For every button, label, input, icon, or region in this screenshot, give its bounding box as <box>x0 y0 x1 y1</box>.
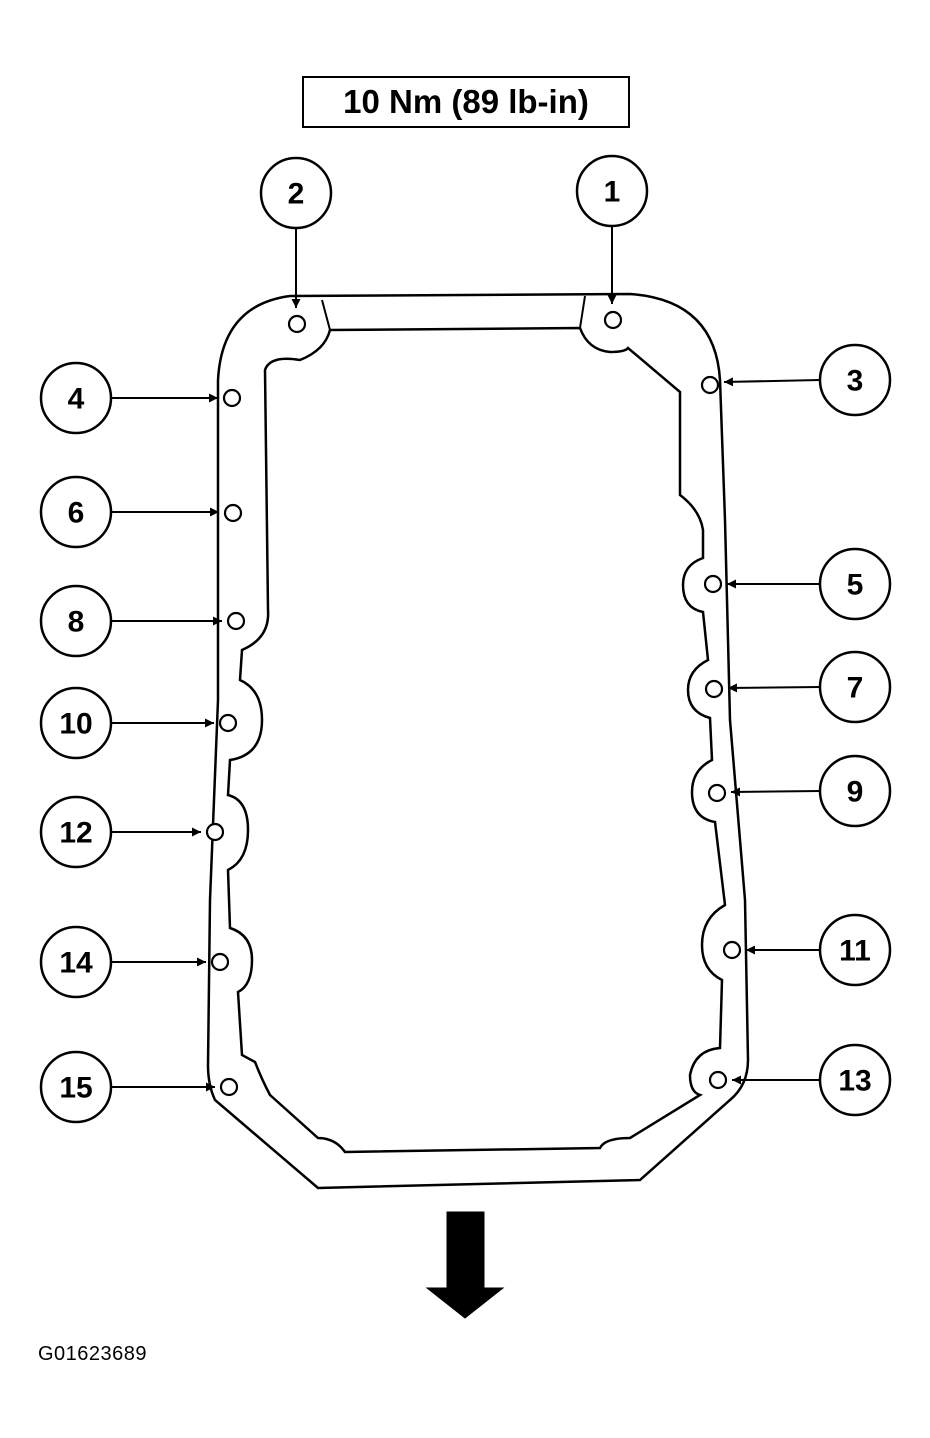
bolt-holes <box>205 310 742 1097</box>
bolt-hole-11 <box>722 940 742 960</box>
callout-label-6: 6 <box>68 497 85 530</box>
callout-label-7: 7 <box>847 672 864 705</box>
callout-label-10: 10 <box>59 708 92 741</box>
leader-arrows <box>112 226 821 1092</box>
bolt-hole-2 <box>287 314 307 334</box>
bolt-hole-13 <box>708 1070 728 1090</box>
callout-circle-12 <box>39 795 113 869</box>
arrow-down-icon <box>425 1211 505 1319</box>
gasket-outer-outline <box>206 292 750 1190</box>
callout-label-3: 3 <box>847 365 864 398</box>
bolt-hole-9 <box>707 783 727 803</box>
callout-label-15: 15 <box>59 1072 92 1105</box>
callout-circle-15 <box>39 1050 113 1124</box>
leader-arrow-3 <box>723 377 821 387</box>
leader-arrow-9 <box>730 787 821 797</box>
callout-circles <box>39 154 892 1124</box>
callout-label-11: 11 <box>839 935 871 968</box>
callout-circle-9 <box>818 754 892 828</box>
gasket-top-strip <box>321 295 586 331</box>
callout-circle-2 <box>259 156 333 230</box>
callout-circle-13 <box>818 1043 892 1117</box>
callout-label-2: 2 <box>288 178 305 211</box>
callout-label-1: 1 <box>604 176 621 209</box>
gasket-inner-outline <box>226 326 727 1154</box>
callout-label-12: 12 <box>59 817 92 850</box>
callout-label-4: 4 <box>68 383 85 416</box>
bolt-hole-14 <box>210 952 230 972</box>
callout-circle-6 <box>39 475 113 549</box>
bolt-hole-6 <box>223 503 243 523</box>
torque-spec-label: 10 Nm (89 lb-in) <box>302 76 630 128</box>
bolt-hole-1 <box>603 310 623 330</box>
callout-circle-14 <box>39 925 113 999</box>
bolt-hole-4 <box>222 388 242 408</box>
leader-arrow-7 <box>727 683 821 693</box>
bolt-hole-15 <box>219 1077 239 1097</box>
callout-label-8: 8 <box>68 606 85 639</box>
callout-circle-11 <box>818 913 892 987</box>
bolt-hole-3 <box>700 375 720 395</box>
callout-circle-3 <box>818 343 892 417</box>
bolt-hole-5 <box>703 574 723 594</box>
callout-circle-4 <box>39 361 113 435</box>
callout-label-5: 5 <box>847 569 864 602</box>
callout-circle-5 <box>818 547 892 621</box>
bolt-hole-10 <box>218 713 238 733</box>
figure-id: G01623689 <box>38 1343 148 1365</box>
callout-circle-7 <box>818 650 892 724</box>
bolt-hole-7 <box>704 679 724 699</box>
callout-circle-10 <box>39 686 113 760</box>
callout-label-9: 9 <box>847 776 864 809</box>
bolt-hole-8 <box>226 611 246 631</box>
callout-circle-1 <box>575 154 649 228</box>
callout-circle-8 <box>39 584 113 658</box>
callout-label-13: 13 <box>838 1065 871 1098</box>
bolt-hole-12 <box>205 822 225 842</box>
callout-label-14: 14 <box>59 947 93 980</box>
